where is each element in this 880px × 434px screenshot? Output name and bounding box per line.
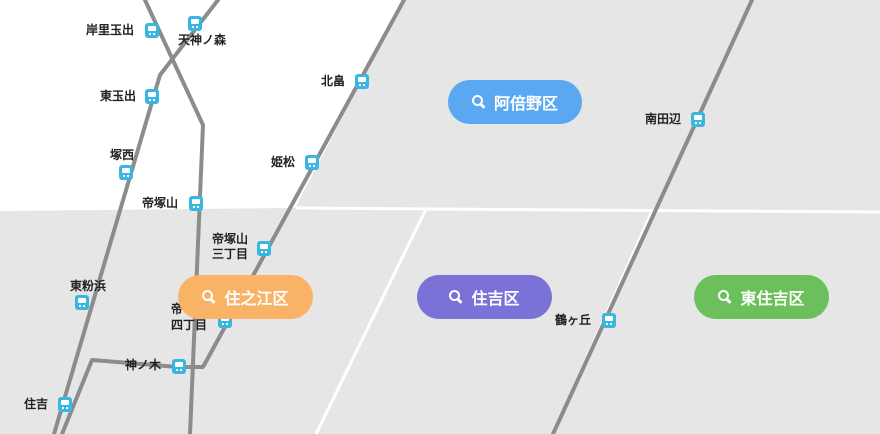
ward-label: 東住吉区 xyxy=(740,289,805,308)
train-icon xyxy=(145,89,159,104)
train-icon xyxy=(75,295,89,310)
station-label: 塚西 xyxy=(110,148,135,162)
station-label: 三丁目 xyxy=(212,247,249,261)
train-icon xyxy=(188,16,202,31)
train-icon xyxy=(119,165,133,180)
ward-label: 住之江区 xyxy=(224,289,289,308)
station-label: 天神ノ森 xyxy=(178,33,227,47)
station-label: 東粉浜 xyxy=(70,279,107,293)
station-label: 南田辺 xyxy=(645,112,682,126)
search-icon xyxy=(718,289,733,305)
rail-line-nankai-koya xyxy=(143,0,205,434)
ward-label: 阿倍野区 xyxy=(493,94,558,113)
abeno-area xyxy=(295,0,880,211)
station-label: 東玉出 xyxy=(100,89,137,103)
search-icon xyxy=(449,289,464,305)
train-icon xyxy=(145,23,159,38)
train-icon xyxy=(355,74,369,89)
southwest-area xyxy=(0,208,880,434)
station-label: 四丁目 xyxy=(171,318,208,332)
ward-button-suminoe[interactable]: 住之江区 xyxy=(178,275,313,319)
train-icon xyxy=(172,359,186,374)
search-icon xyxy=(202,289,217,305)
train-icon xyxy=(58,397,72,412)
train-icon xyxy=(305,155,319,170)
station-label: 帝塚山 xyxy=(212,232,249,246)
train-icon xyxy=(691,112,705,127)
search-icon xyxy=(471,94,487,110)
train-icon xyxy=(257,241,271,256)
station-label: 帝塚山 xyxy=(142,196,179,210)
rail-line-jr-hanwa xyxy=(551,0,754,434)
ward-button-abeno[interactable]: 阿倍野区 xyxy=(448,80,582,124)
ward-button-sumiyoshi[interactable]: 住吉区 xyxy=(417,275,552,319)
ward-button-higashi-sumiyoshi[interactable]: 東住吉区 xyxy=(694,275,829,319)
station-label: 鶴ヶ丘 xyxy=(555,313,592,327)
train-icon xyxy=(189,196,203,211)
ward-label: 住吉区 xyxy=(471,289,520,308)
station-label: 岸里玉出 xyxy=(86,23,135,37)
station-label: 神ノ木 xyxy=(125,358,162,372)
train-icon xyxy=(602,313,616,328)
station-label: 北畠 xyxy=(321,74,346,88)
station-label: 住吉 xyxy=(24,397,49,411)
station-label: 姫松 xyxy=(271,155,296,169)
